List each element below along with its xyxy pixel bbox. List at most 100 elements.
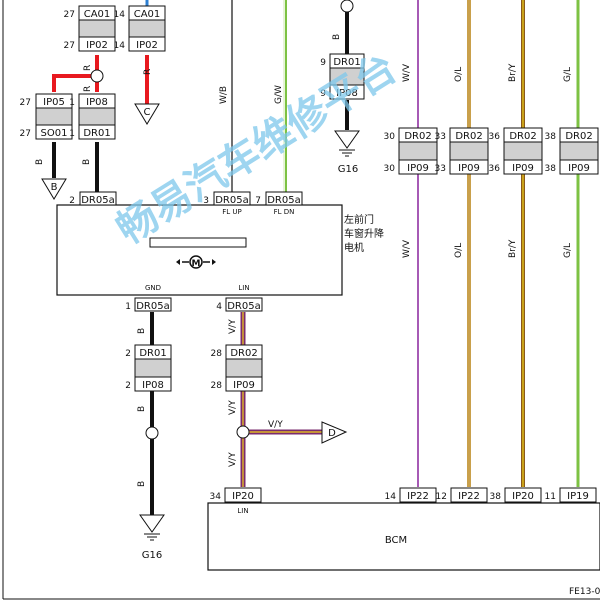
- wire-label-bry: Br/Y: [508, 239, 518, 258]
- connector-pin: 33: [435, 132, 446, 142]
- ground-lower-label: G16: [142, 550, 162, 561]
- reference-d-label: D: [328, 428, 336, 439]
- connector-ip08-dr01-1: IP08 1 DR01 1: [69, 93, 116, 140]
- wire-label-r: R: [83, 86, 93, 92]
- connector-name: CA01: [84, 9, 111, 20]
- wire-label-b: B: [137, 406, 147, 412]
- connector-pin: 9: [320, 58, 326, 68]
- connector-pin: 27: [20, 129, 31, 139]
- bcm-pin-connector: IP20: [512, 491, 534, 502]
- wire-label-b: B: [137, 481, 147, 487]
- connector-pin: 1: [69, 129, 75, 139]
- wire-label-gw: G/W: [274, 85, 284, 104]
- ground-g16-upper: G16: [334, 130, 360, 175]
- pin-function: FL DN: [274, 208, 295, 216]
- wire-label-wv: W/V: [402, 63, 412, 82]
- connector-dr01-ip08-9: DR01 9 IP08 9: [320, 53, 365, 100]
- wire-label-wv: W/V: [402, 239, 412, 258]
- reference-b-label: B: [51, 182, 58, 193]
- connector-name: IP09: [458, 163, 480, 174]
- ground-g16-lower: G16: [139, 514, 165, 561]
- connector-pin: 30: [384, 164, 396, 174]
- connector-name: IP09: [407, 163, 429, 174]
- bcm-pin-number: 12: [436, 492, 447, 502]
- connector-pin: 38: [545, 164, 557, 174]
- connector-name: IP02: [86, 40, 108, 51]
- wire-label-ol: O/L: [454, 243, 464, 258]
- bcm-lin-label: LIN: [237, 507, 248, 515]
- reference-c-label: C: [144, 107, 151, 118]
- connector-dr02-ip09-38: DR02 38 IP09 38: [545, 127, 599, 175]
- bcm-label: BCM: [385, 535, 407, 546]
- connector-pin: 27: [64, 10, 75, 20]
- connector-name: IP08: [86, 97, 108, 108]
- pin-number: 7: [255, 196, 261, 206]
- connector-name: DR02: [509, 131, 536, 142]
- connector-name: IP09: [233, 380, 255, 391]
- wire-label-b: B: [137, 328, 147, 334]
- connector-name: DR02: [565, 131, 592, 142]
- bcm-pin-number: 34: [210, 492, 222, 502]
- bcm-pin-number: 14: [385, 492, 397, 502]
- pin-number: 1: [125, 302, 131, 312]
- connector-name: IP08: [336, 88, 358, 99]
- connector-pin: 14: [114, 41, 126, 51]
- wire-label-wb: W/B: [219, 86, 229, 104]
- wire-label-b: B: [35, 159, 45, 165]
- pin-number: 2: [69, 196, 75, 206]
- pin-connector: DR05a: [81, 195, 115, 206]
- motor-symbol: M: [192, 259, 201, 269]
- connector-dr02-ip09-36: DR02 36 IP09 36: [489, 127, 543, 175]
- connector-pin: 2: [125, 381, 131, 391]
- connector-pin: 28: [211, 349, 223, 359]
- wire-label-gl: G/L: [563, 243, 573, 258]
- component-name-line1: 左前门: [344, 213, 374, 226]
- connector-name: IP09: [568, 163, 590, 174]
- wire-label-r: R: [143, 69, 153, 75]
- bcm-pin-connector: IP22: [407, 491, 429, 502]
- connector-name: IP02: [136, 40, 158, 51]
- wire-label-vy: V/Y: [268, 420, 283, 430]
- connector-dr01-ip08-2: DR01 2 IP08 2: [125, 344, 172, 392]
- connector-dr02-ip09-30: DR02 30 IP09 30: [384, 127, 438, 175]
- bcm-pin-number: 38: [490, 492, 502, 502]
- connector-pin: 36: [489, 164, 501, 174]
- connector-pin: 30: [384, 132, 396, 142]
- pin-function: FL UP: [222, 208, 242, 216]
- connector-name: DR02: [404, 131, 431, 142]
- pin-connector: DR05a: [136, 301, 170, 312]
- connector-name: DR01: [139, 348, 166, 359]
- connector-dr02-ip09-33: DR02 33 IP09 33: [435, 127, 489, 175]
- connector-pin: 1: [69, 98, 75, 108]
- connector-pin: 38: [545, 132, 557, 142]
- connector-name: DR01: [83, 128, 110, 139]
- connector-pin: 9: [320, 89, 326, 99]
- reference-c-arrow: C: [134, 103, 160, 125]
- window-motor-module: DR05a 2 DR05a 3 FL UP DR05a 7 FL DN M 左前…: [56, 191, 384, 312]
- bcm-pin-connector: IP19: [567, 491, 589, 502]
- component-name-line3: 电机: [344, 241, 364, 254]
- connector-pin: 2: [125, 349, 131, 359]
- pin-function: LIN: [238, 284, 249, 292]
- connector-dr02-ip09-28: DR02 28 IP09 28: [211, 344, 263, 392]
- wire-label-gl: G/L: [563, 67, 573, 82]
- connector-name: IP09: [512, 163, 534, 174]
- pin-function: GND: [145, 284, 161, 292]
- connector-pin: 33: [435, 164, 446, 174]
- connector-pin: 14: [114, 10, 126, 20]
- wire-label-bry: Br/Y: [508, 63, 518, 82]
- component-name-line2: 车窗升降: [344, 227, 384, 240]
- connector-pin: 27: [64, 41, 75, 51]
- ground-upper-label: G16: [338, 164, 358, 175]
- connector-ca01-ip02-27: CA01 27 IP02 27: [64, 5, 116, 52]
- bcm-pin-connector: IP22: [458, 491, 480, 502]
- bcm-pin-connector: IP20: [232, 491, 254, 502]
- pin-connector: DR05a: [267, 195, 301, 206]
- connector-name: DR02: [230, 348, 257, 359]
- connector-name: DR01: [333, 57, 360, 68]
- connector-name: IP08: [142, 380, 164, 391]
- wire-label-r: R: [83, 65, 93, 71]
- wire-label-vy: V/Y: [228, 452, 238, 467]
- connector-pin: 27: [20, 98, 31, 108]
